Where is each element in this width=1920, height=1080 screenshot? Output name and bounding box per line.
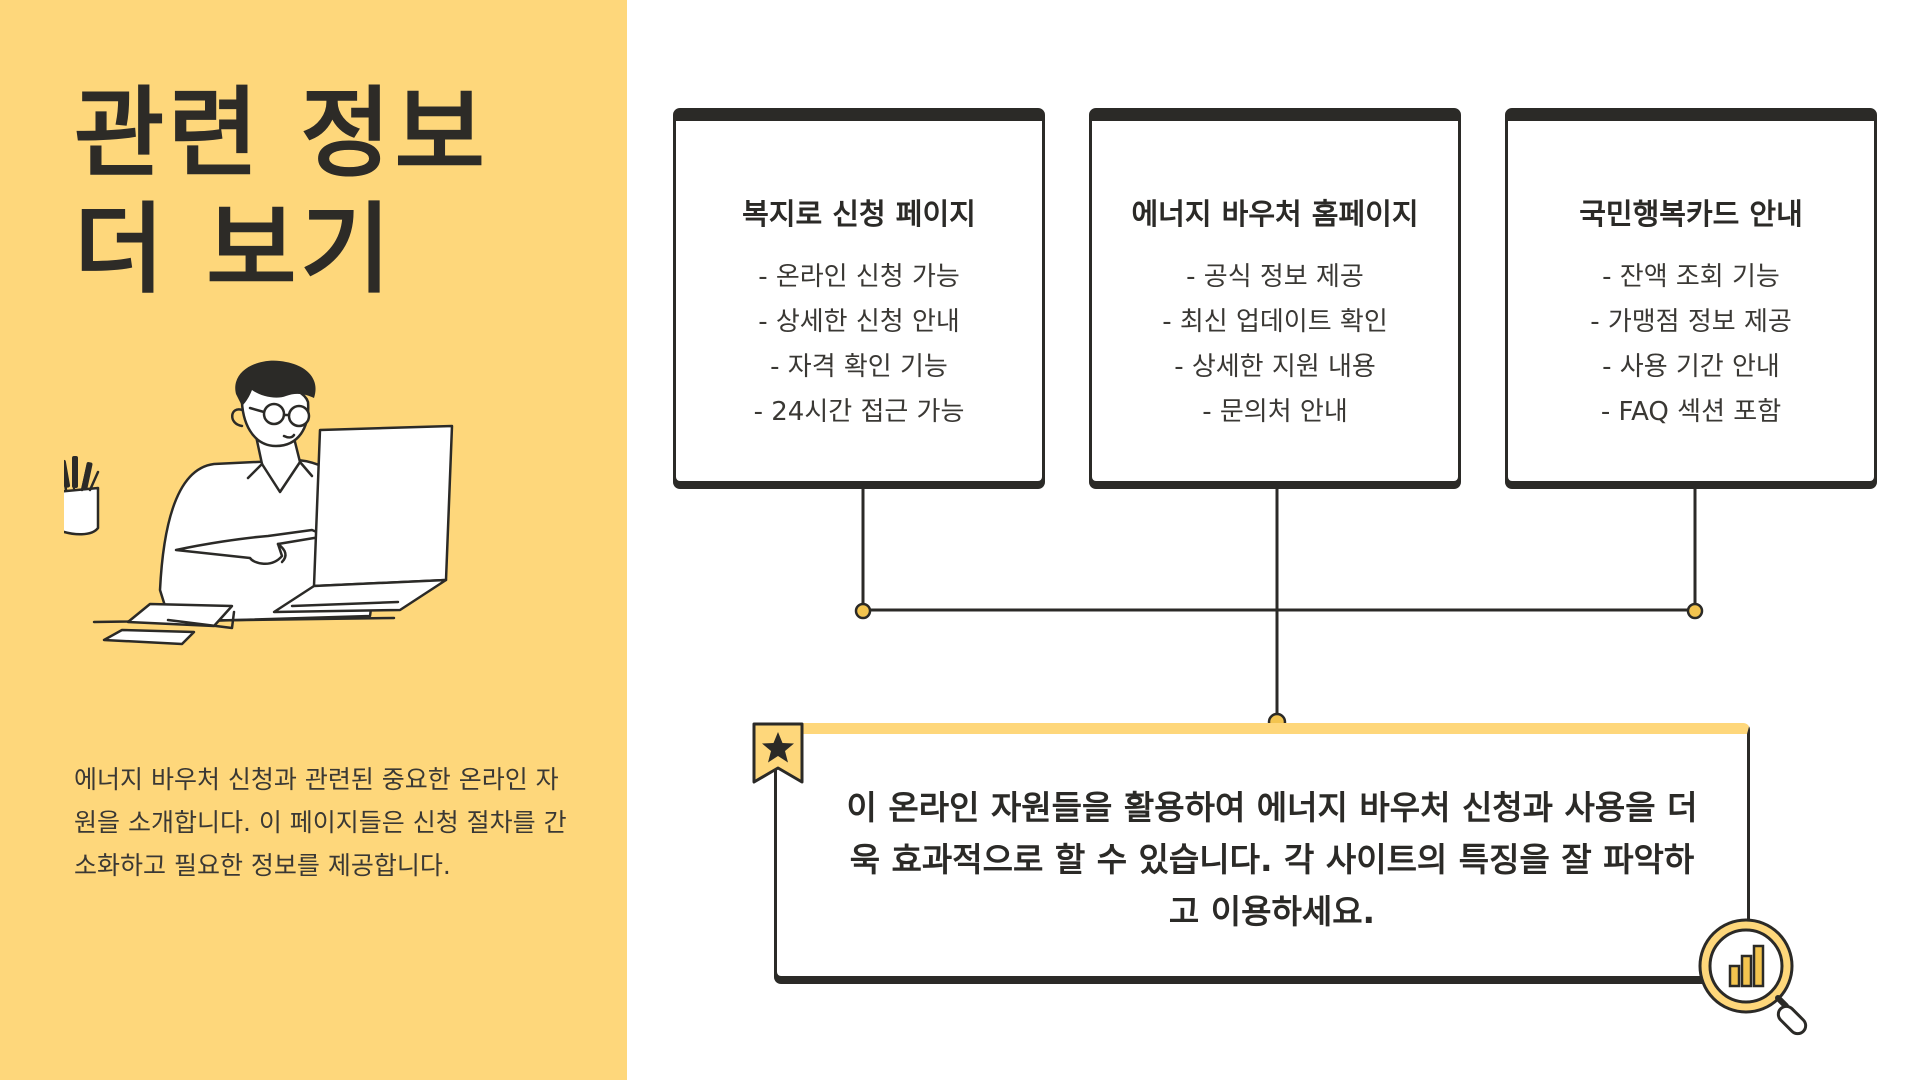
list-item: - 자격 확인 기능 [770, 352, 948, 382]
magnifier-chart-icon [1698, 918, 1808, 1036]
summary-note: 이 온라인 자원들을 활용하여 에너지 바우처 신청과 사용을 더욱 효과적으로… [774, 723, 1750, 979]
card-happiness-card: 국민행복카드 안내 - 잔액 조회 기능 - 가맹점 정보 제공 - 사용 기간… [1505, 108, 1877, 484]
card-list: - 공식 정보 제공 - 최신 업데이트 확인 - 상세한 지원 내용 - 문의… [1092, 255, 1458, 435]
connector-dot-right [1686, 602, 1704, 620]
card-bokjiro: 복지로 신청 페이지 - 온라인 신청 가능 - 상세한 신청 안내 - 자격 … [673, 108, 1045, 484]
star-icon [752, 722, 804, 784]
card-energy-voucher: 에너지 바우처 홈페이지 - 공식 정보 제공 - 최신 업데이트 확인 - 상… [1089, 108, 1461, 484]
list-item: - FAQ 섹션 포함 [1600, 397, 1782, 427]
list-item: - 가맹점 정보 제공 [1590, 307, 1792, 337]
card-title: 에너지 바우처 홈페이지 [1131, 197, 1419, 231]
card-title: 국민행복카드 안내 [1579, 197, 1803, 231]
list-item: - 사용 기간 안내 [1602, 352, 1780, 382]
list-item: - 상세한 지원 내용 [1174, 352, 1376, 382]
connector-dot-left [854, 602, 872, 620]
list-item: - 최신 업데이트 확인 [1162, 307, 1388, 337]
list-item: - 24시간 접근 가능 [753, 397, 965, 427]
list-item: - 공식 정보 제공 [1186, 262, 1364, 292]
list-item: - 상세한 신청 안내 [758, 307, 960, 337]
card-list: - 온라인 신청 가능 - 상세한 신청 안내 - 자격 확인 기능 - 24시… [676, 255, 1042, 435]
list-item: - 잔액 조회 기능 [1602, 262, 1780, 292]
page-title-line1: 관련 정보 [74, 77, 489, 191]
page-title: 관련 정보 더 보기 [74, 76, 489, 308]
page-title-line2: 더 보기 [74, 193, 395, 307]
list-item: - 문의처 안내 [1202, 397, 1348, 427]
summary-text: 이 온라인 자원들을 활용하여 에너지 바우처 신청과 사용을 더욱 효과적으로… [846, 788, 1698, 931]
description: 에너지 바우처 신청과 관련된 중요한 온라인 자원을 소개합니다. 이 페이지… [74, 765, 567, 880]
list-item: - 온라인 신청 가능 [758, 262, 960, 292]
man-at-laptop-illustration [64, 360, 454, 646]
card-list: - 잔액 조회 기능 - 가맹점 정보 제공 - 사용 기간 안내 - FAQ … [1508, 255, 1874, 435]
left-panel: 관련 정보 더 보기 [0, 0, 627, 1080]
card-title: 복지로 신청 페이지 [742, 197, 976, 231]
